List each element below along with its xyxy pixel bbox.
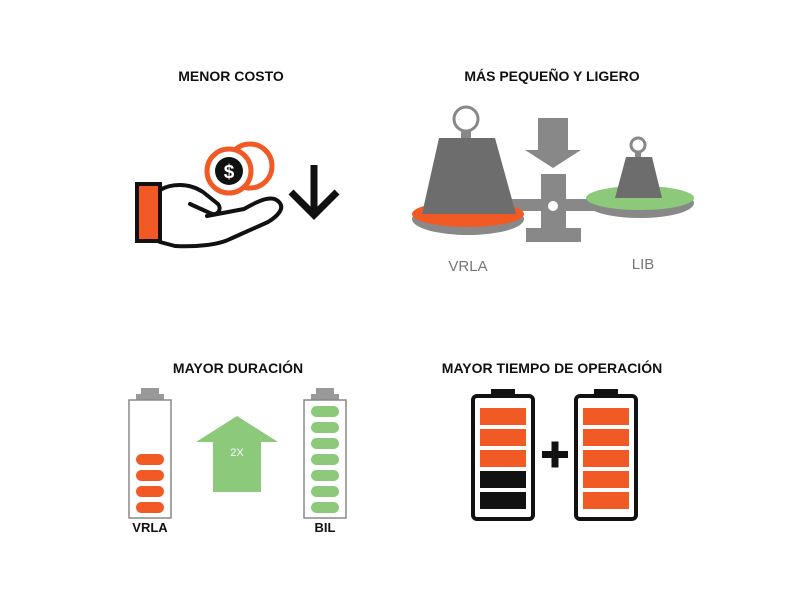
left-battery-cells — [480, 408, 526, 509]
vrla-battery-casing — [128, 399, 172, 519]
duration-multiplier: 2X — [230, 447, 244, 459]
panel-title-smaller-lighter: MÁS PEQUEÑO Y LIGERO — [464, 68, 640, 84]
plus-icon — [542, 441, 568, 468]
sleeve-cuff — [135, 182, 162, 243]
down-arrow-icon — [288, 165, 340, 220]
panel-title-longer-runtime: MAYOR TIEMPO DE OPERACIÓN — [441, 360, 663, 376]
battery-life-comparison — [128, 388, 347, 519]
scale-label-vrla: VRLA — [448, 258, 488, 275]
runtime-batteries — [471, 389, 638, 521]
scale-label-lib: LIB — [631, 256, 655, 273]
scale-pivot — [548, 201, 558, 211]
small-weight — [615, 157, 662, 198]
scale-base — [526, 228, 581, 242]
hand-outline — [158, 183, 284, 249]
up-arrow-icon — [196, 416, 278, 492]
battery-label-vrla: VRLA — [132, 520, 168, 535]
vrla-charge-cells — [136, 454, 164, 513]
panel-title-longer-life: MAYOR DURACIÓN — [172, 360, 304, 376]
panel-title-lower-cost: MENOR COSTO — [178, 68, 284, 84]
hand-coins-icon: $ — [135, 141, 340, 249]
dollar-sign-icon: $ — [224, 162, 235, 183]
down-arrow-icon — [525, 118, 581, 168]
bil-charge-cells — [311, 406, 339, 513]
battery-label-bil: BIL — [314, 520, 336, 535]
large-weight — [422, 138, 516, 214]
balance-scale-diagram — [412, 105, 694, 242]
small-weight-ring — [629, 136, 647, 154]
large-weight-ring — [452, 105, 480, 133]
right-battery-cells — [583, 408, 629, 509]
